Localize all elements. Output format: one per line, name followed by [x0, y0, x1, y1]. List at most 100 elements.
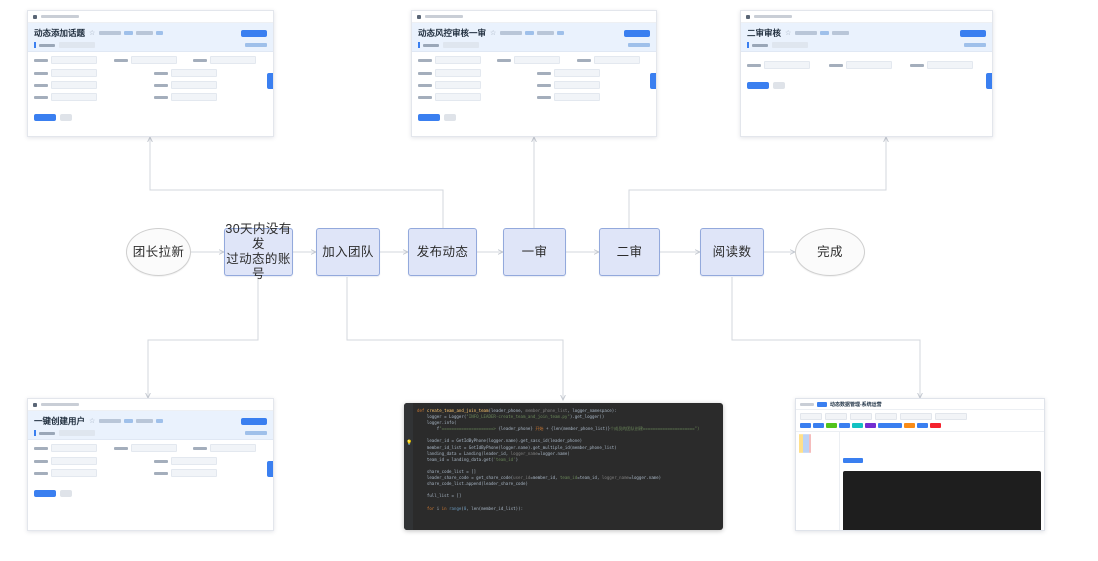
shot-createuser-subheader: [34, 430, 267, 436]
filter-field[interactable]: [800, 413, 822, 420]
shot-review2-form: [741, 52, 992, 78]
submit-button[interactable]: [34, 114, 56, 121]
star-icon[interactable]: ☆: [89, 30, 96, 37]
shot-topic-run-button[interactable]: [241, 29, 267, 37]
action-pill[interactable]: [930, 423, 941, 428]
shot-risk1-form: [412, 52, 656, 110]
action-pill[interactable]: [865, 423, 876, 428]
log-console[interactable]: [843, 471, 1041, 530]
filter-daterange[interactable]: [900, 413, 932, 420]
tag-chip: [156, 31, 164, 35]
tag-row: [99, 31, 164, 35]
sidebar-status-item[interactable]: [801, 434, 803, 453]
shot-review2-run-button[interactable]: [960, 29, 986, 37]
star-icon[interactable]: ☆: [89, 418, 96, 425]
shot-createuser-header: 一键创建用户 ☆: [28, 411, 273, 440]
action-pill[interactable]: [813, 423, 824, 428]
flow-node-done[interactable]: 完成: [795, 228, 865, 276]
tag-chip: [124, 31, 134, 35]
action-pill[interactable]: [852, 423, 863, 428]
reset-button[interactable]: [444, 114, 456, 121]
shot-risk1-footer: [412, 110, 656, 125]
side-panel-toggle[interactable]: [267, 73, 273, 89]
detail-log-button[interactable]: [843, 458, 863, 463]
action-pill[interactable]: [878, 423, 902, 428]
action-pill[interactable]: [800, 423, 811, 428]
shot-risk1-breadcrumb: [412, 11, 656, 23]
flow-node-review2[interactable]: 二审: [599, 228, 660, 276]
breadcrumb-text: [425, 15, 463, 18]
shot-topic[interactable]: 动态添加话题 ☆: [27, 10, 274, 137]
action-pill[interactable]: [917, 423, 928, 428]
dashboard-sidebar: [796, 432, 840, 530]
action-pill[interactable]: [839, 423, 850, 428]
reset-button[interactable]: [773, 82, 785, 89]
form-section: [747, 61, 986, 69]
submit-button[interactable]: [34, 490, 56, 497]
shot-dashboard[interactable]: 动态数据管理-系统运营: [795, 398, 1045, 531]
dashboard-body: [796, 432, 1044, 530]
reset-button[interactable]: [60, 114, 72, 121]
filter-daterange[interactable]: [935, 413, 967, 420]
shot-createuser-history-link[interactable]: [245, 431, 267, 435]
flow-node-accounts[interactable]: 30天内没有发 过动态的账号: [224, 222, 293, 281]
form-section: [34, 69, 267, 101]
flow-node-review1[interactable]: 一审: [503, 228, 566, 276]
star-icon[interactable]: ☆: [490, 30, 497, 37]
shot-createuser[interactable]: 一键创建用户 ☆: [27, 398, 274, 531]
breadcrumb-text: [41, 403, 79, 406]
flow-node-start[interactable]: 团长拉新: [126, 228, 191, 276]
submit-button[interactable]: [747, 82, 769, 89]
editor-gutter: [404, 403, 413, 530]
shot-topic-footer: [28, 110, 273, 125]
flow-node-publish[interactable]: 发布动态: [408, 228, 477, 276]
sidebar-status-item[interactable]: [807, 434, 809, 453]
shot-topic-history-link[interactable]: [245, 43, 267, 47]
sidebar-status-item[interactable]: [805, 434, 807, 453]
sidebar-status-item[interactable]: [809, 434, 811, 453]
shot-topic-title: 动态添加话题: [34, 28, 86, 38]
code-block[interactable]: def create_team_and_join_team(leader_pho…: [417, 408, 700, 511]
shot-review2[interactable]: 二审审核 ☆: [740, 10, 993, 137]
edge-publish-shot-topic: [150, 137, 444, 228]
action-pill[interactable]: [904, 423, 915, 428]
tag-chip: [136, 31, 154, 35]
shot-risk1-run-button[interactable]: [624, 29, 650, 37]
edge-reads-shot-dashboard: [731, 277, 920, 398]
side-panel-toggle[interactable]: [267, 461, 273, 477]
flow-node-accounts-label: 30天内没有发 过动态的账号: [225, 222, 292, 281]
edge-join-shot-code: [346, 277, 563, 400]
sidebar-status-item[interactable]: [799, 434, 801, 453]
reset-button[interactable]: [60, 490, 72, 497]
side-panel-toggle[interactable]: [650, 73, 656, 89]
shot-risk1[interactable]: 动态风控审核一审 ☆: [411, 10, 657, 137]
form-section: [418, 69, 650, 101]
shot-createuser-run-button[interactable]: [241, 417, 267, 425]
flow-node-reads[interactable]: 阅读数: [700, 228, 764, 276]
shot-review2-footer: [741, 78, 992, 93]
submit-button[interactable]: [418, 114, 440, 121]
form-section: [34, 444, 267, 452]
home-icon: [417, 14, 421, 19]
module-badge: [817, 401, 827, 407]
star-icon[interactable]: ☆: [785, 30, 792, 37]
filter-field[interactable]: [850, 413, 872, 420]
flow-node-start-label: 团长拉新: [132, 244, 185, 259]
sidebar-status-item[interactable]: [803, 434, 805, 453]
breadcrumb-text: [800, 402, 814, 406]
shot-review2-breadcrumb: [741, 11, 992, 23]
filter-field[interactable]: [875, 413, 897, 420]
flow-node-join[interactable]: 加入团队: [316, 228, 380, 276]
shot-code[interactable]: 💡 def create_team_and_join_team(leader_p…: [404, 403, 723, 530]
lightbulb-icon[interactable]: 💡: [406, 440, 413, 446]
shot-createuser-title: 一键创建用户: [34, 416, 86, 426]
home-icon: [746, 14, 750, 19]
shot-topic-subheader: [34, 42, 267, 48]
shot-risk1-history-link[interactable]: [628, 43, 650, 47]
action-pill[interactable]: [826, 423, 837, 428]
filter-field[interactable]: [825, 413, 847, 420]
side-panel-toggle[interactable]: [986, 73, 992, 89]
shot-review2-history-link[interactable]: [964, 43, 986, 47]
tag-row: [99, 419, 164, 423]
form-section: [34, 457, 267, 477]
